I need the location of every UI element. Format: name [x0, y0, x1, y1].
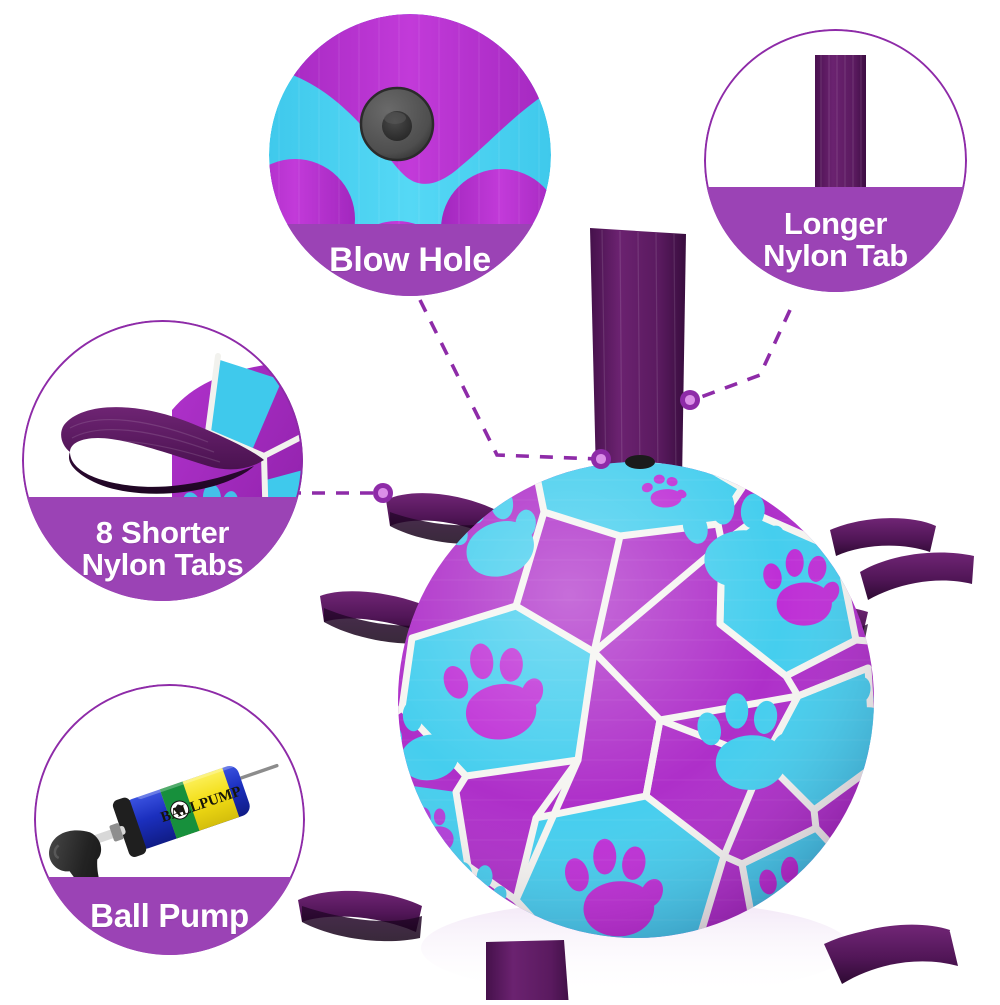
callout-longer-nylon-tab-label-line2: Nylon Tab — [763, 237, 908, 273]
product-ball — [290, 200, 990, 1005]
blow-hole-valve — [625, 455, 655, 469]
callout-ball-pump-label: Ball Pump — [90, 897, 249, 935]
callout-blow-hole-label: Blow Hole — [329, 240, 491, 279]
callout-blow-hole-label-band: Blow Hole — [269, 224, 551, 296]
dot-blow-hole-anchor — [591, 449, 611, 469]
dot-shorter-tabs-anchor — [373, 483, 393, 503]
callout-ball-pump-label-band: Ball Pump — [34, 877, 305, 955]
ball-body — [398, 462, 874, 938]
callout-longer-nylon-tab-label-band: Longer Nylon Tab — [704, 187, 967, 292]
callout-shorter-nylon-tabs-label-line2: Nylon Tabs — [81, 547, 244, 582]
callout-blow-hole[interactable]: Blow Hole — [269, 14, 551, 296]
callout-longer-nylon-tab-label-line1: Longer — [783, 205, 888, 241]
callout-ball-pump[interactable]: BALLPUMP — [34, 684, 305, 955]
side-nylon-tabs-front — [486, 552, 974, 1005]
callout-shorter-nylon-tabs[interactable]: 8 Shorter Nylon Tabs — [22, 320, 303, 601]
longer-nylon-tab-strap — [590, 228, 686, 483]
callout-shorter-nylon-tabs-label-band: 8 Shorter Nylon Tabs — [22, 497, 303, 601]
callout-shorter-nylon-tabs-label-line1: 8 Shorter — [95, 515, 230, 551]
dot-longer-tab-anchor — [680, 390, 700, 410]
callout-longer-nylon-tab[interactable]: Longer Nylon Tab — [704, 29, 967, 292]
link-blow-hole — [418, 299, 599, 461]
blow-hole-valve-icon — [359, 86, 435, 162]
